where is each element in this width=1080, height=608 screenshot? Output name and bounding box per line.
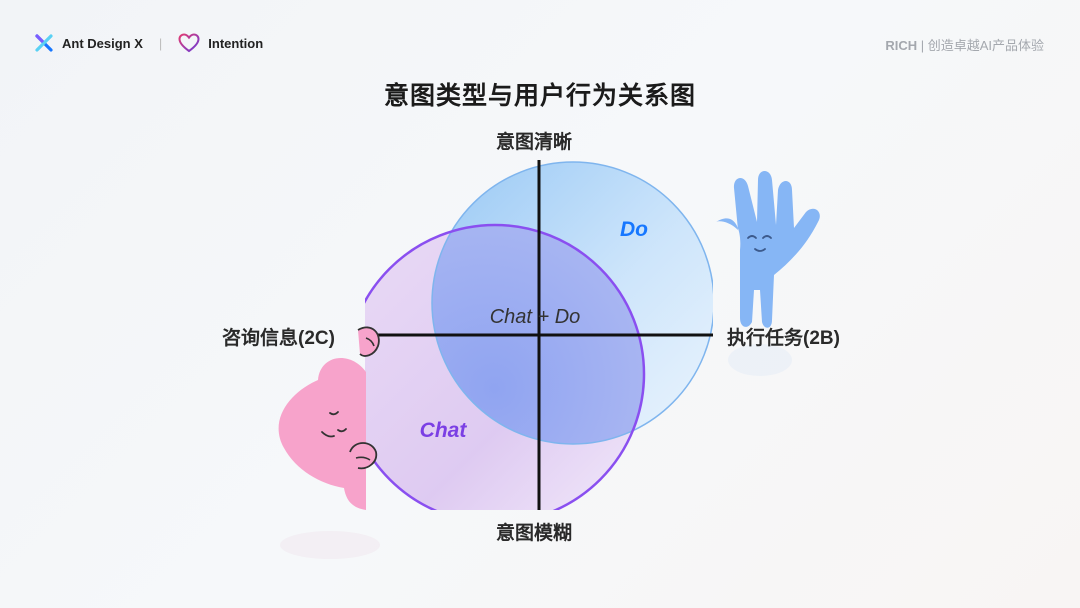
header-brand: Ant Design X | Intention — [34, 31, 263, 55]
axis-label-left: 咨询信息(2C) — [222, 328, 335, 349]
page-title: 意图类型与用户行为关系图 — [383, 82, 696, 110]
partner-name: Intention — [208, 35, 264, 51]
ant-design-x-logo-icon — [35, 34, 53, 52]
overlap-label: Chat + Do — [490, 306, 581, 328]
do-outline — [431, 161, 713, 445]
chat-outline — [365, 223, 646, 510]
brand-name: Ant Design X — [62, 35, 143, 51]
do-label: Do — [620, 218, 648, 241]
tagline-suffix: | 创造卓越AI产品体验 — [917, 38, 1044, 53]
header-tagline: RICH | 创造卓越AI产品体验 — [885, 35, 1044, 54]
overlap-region — [432, 225, 644, 444]
chat-label: Chat — [420, 419, 468, 442]
heart-outline-icon — [178, 33, 200, 53]
heart-mascot-icon — [278, 326, 380, 559]
tagline-prefix: RICH — [885, 38, 918, 53]
axis-label-top: 意图清晰 — [496, 132, 573, 153]
axis-label-bottom: 意图模糊 — [496, 523, 573, 544]
hand-mascot-icon — [716, 171, 820, 376]
header-divider: | — [158, 35, 163, 51]
axis-label-right: 执行任务(2B) — [727, 328, 840, 349]
